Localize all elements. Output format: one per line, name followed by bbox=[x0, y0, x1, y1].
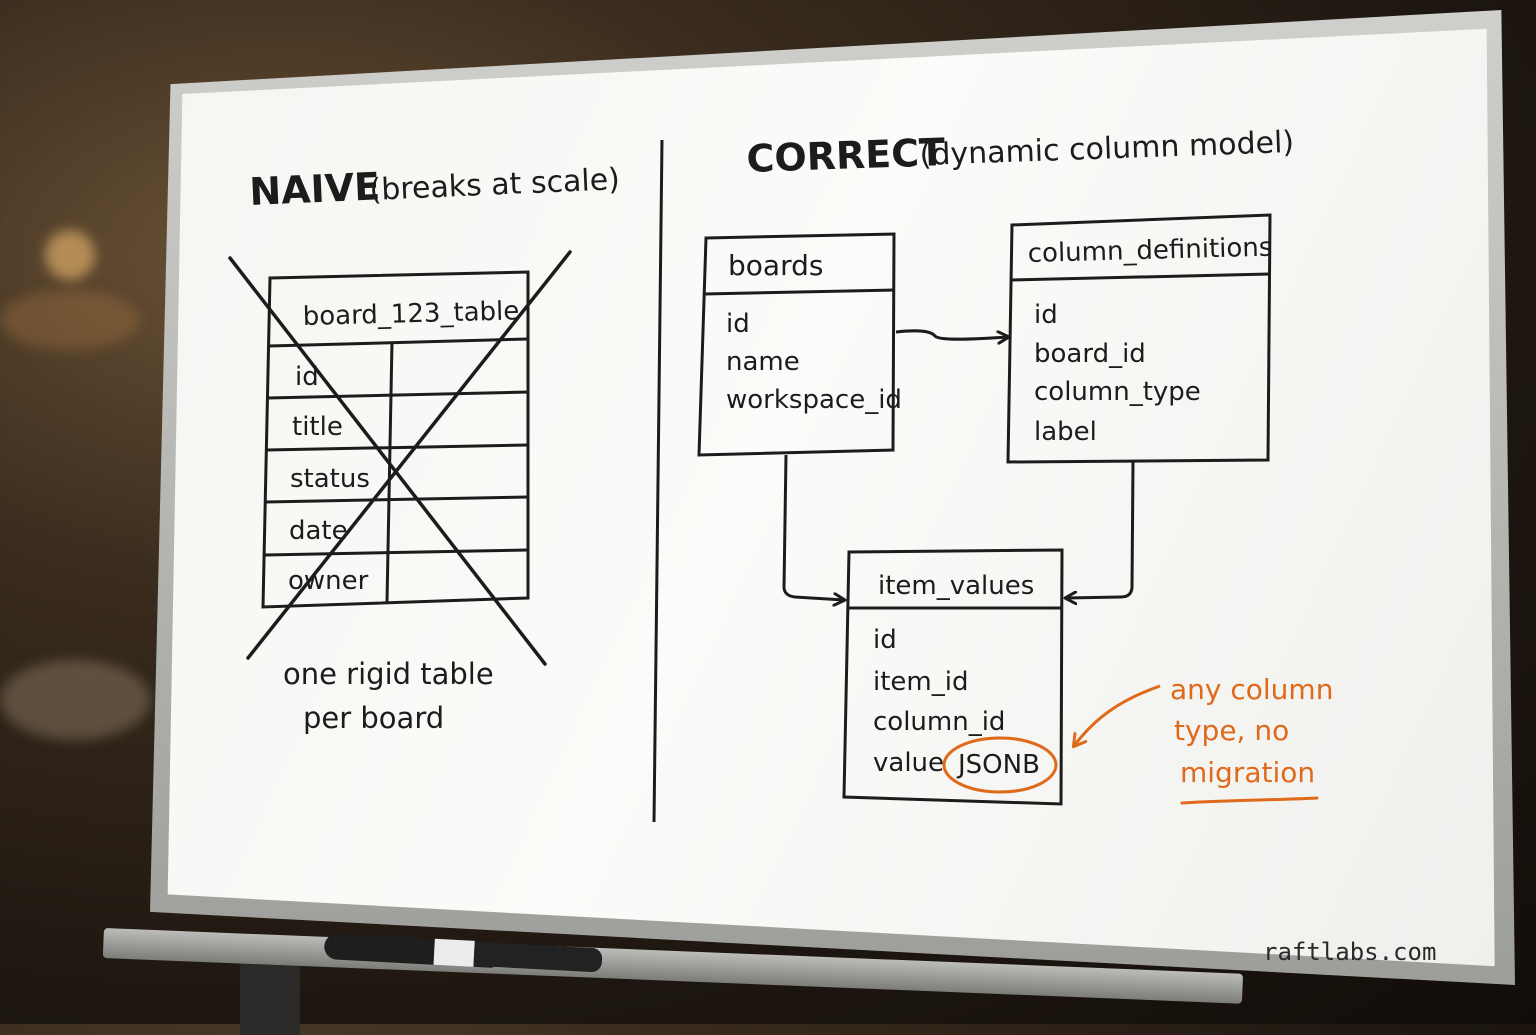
boards-field: id bbox=[726, 309, 750, 339]
item-values-field: id bbox=[873, 625, 897, 655]
boards-table-name: boards bbox=[728, 249, 823, 282]
boards-field: workspace_id bbox=[726, 385, 902, 415]
boards-to-column-definitions-arrow bbox=[896, 331, 1008, 339]
note-text: migration bbox=[1180, 756, 1315, 789]
column-definitions-field: label bbox=[1034, 417, 1097, 447]
boards-field: name bbox=[726, 347, 800, 377]
note-underline bbox=[1182, 798, 1317, 803]
section-divider bbox=[654, 140, 662, 822]
note-text: type, no bbox=[1174, 714, 1289, 747]
item-values-field: item_id bbox=[873, 667, 968, 697]
item-values-field: column_id bbox=[873, 707, 1005, 737]
column-definitions-field: id bbox=[1034, 300, 1058, 330]
correct-subtitle: (dynamic column model) bbox=[919, 125, 1295, 173]
naive-caption: one rigid table bbox=[283, 657, 494, 691]
watermark: raftlabs.com bbox=[1263, 938, 1436, 966]
item-values-table-name: item_values bbox=[878, 571, 1034, 601]
naive-row-label: title bbox=[292, 412, 343, 442]
naive-title: NAIVE bbox=[248, 164, 381, 214]
note-arrow bbox=[1074, 686, 1160, 746]
column-definitions-field: board_id bbox=[1034, 339, 1146, 369]
jsonb-label: JSONB bbox=[956, 750, 1040, 780]
naive-row-label: status bbox=[290, 464, 370, 494]
column-definitions-to-item-values-arrow bbox=[1066, 462, 1133, 598]
naive-table-name: board_123_table bbox=[302, 296, 519, 332]
column-definitions-table-name: column_definitions bbox=[1027, 233, 1272, 269]
item-values-field: value bbox=[873, 748, 944, 778]
note-text: any column bbox=[1170, 673, 1333, 706]
naive-caption: per board bbox=[303, 701, 444, 735]
column-definitions-field: column_type bbox=[1034, 377, 1201, 407]
correct-title: CORRECT bbox=[746, 130, 946, 181]
naive-subtitle: (breaks at scale) bbox=[369, 162, 621, 208]
boards-to-item-values-arrow bbox=[784, 455, 844, 600]
